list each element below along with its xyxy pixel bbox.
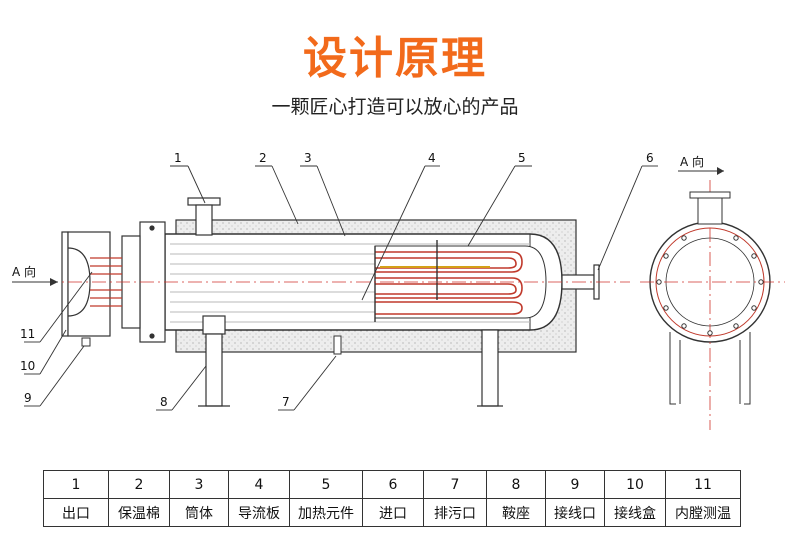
legend-name: 导流板 <box>228 498 290 527</box>
view-arrow <box>12 278 58 286</box>
legend-number-row: 1 2 3 4 5 6 7 8 9 10 11 <box>43 470 741 499</box>
callouts <box>24 165 658 411</box>
heating-elements <box>374 240 547 322</box>
lead-wires <box>90 257 122 307</box>
legend-number: 6 <box>362 470 424 499</box>
callout-4: 4 <box>428 151 436 165</box>
legend-number: 7 <box>423 470 487 499</box>
callout-7: 7 <box>282 395 290 409</box>
legend-number: 8 <box>486 470 546 499</box>
legend-number: 3 <box>169 470 229 499</box>
callout-11: 11 <box>20 327 35 341</box>
legend-name: 接线口 <box>545 498 605 527</box>
legend-name: 接线盒 <box>604 498 666 527</box>
legend-number: 2 <box>108 470 170 499</box>
legend-name: 保温棉 <box>108 498 170 527</box>
callout-6: 6 <box>646 151 654 165</box>
view-label-left: A 向 <box>12 264 36 279</box>
legend-name: 内膛测温 <box>665 498 741 527</box>
drain-outlet <box>333 335 342 355</box>
callout-3: 3 <box>304 151 312 165</box>
legend-number: 11 <box>665 470 741 499</box>
heater-schematic: A 向 A 向 <box>12 151 785 430</box>
legend-name: 出口 <box>43 498 109 527</box>
callout-2: 2 <box>259 151 267 165</box>
page-title: 设计原理 <box>303 33 487 84</box>
legend-number: 9 <box>545 470 605 499</box>
legend-name: 加热元件 <box>289 498 363 527</box>
legend-name-row: 出口 保温棉 筒体 导流板 加热元件 进口 排污口 鞍座 接线口 接线盒 内膛测… <box>43 498 741 527</box>
callout-1: 1 <box>174 151 182 165</box>
end-view <box>640 180 785 430</box>
legend-number: 1 <box>43 470 109 499</box>
legend-name: 筒体 <box>169 498 229 527</box>
callout-numbers: 1 2 3 4 5 6 7 8 9 10 11 <box>20 151 654 409</box>
callout-10: 10 <box>20 359 35 373</box>
legend-name: 鞍座 <box>486 498 546 527</box>
legend-name: 排污口 <box>423 498 487 527</box>
legend-name: 进口 <box>362 498 424 527</box>
view-label-right: A 向 <box>680 154 704 169</box>
callout-8: 8 <box>160 395 168 409</box>
legend-number: 10 <box>604 470 666 499</box>
terminal-box <box>61 231 111 337</box>
parts-legend-table: 1 2 3 4 5 6 7 8 9 10 11 出口 保温棉 筒体 导流板 加热… <box>43 470 741 527</box>
page-subtitle: 一颗匠心打造可以放心的产品 <box>271 96 519 118</box>
legend-number: 5 <box>289 470 363 499</box>
wiring-port <box>81 337 91 347</box>
legend-number: 4 <box>228 470 290 499</box>
callout-5: 5 <box>518 151 526 165</box>
callout-9: 9 <box>24 391 32 405</box>
saddle-supports <box>198 315 503 407</box>
